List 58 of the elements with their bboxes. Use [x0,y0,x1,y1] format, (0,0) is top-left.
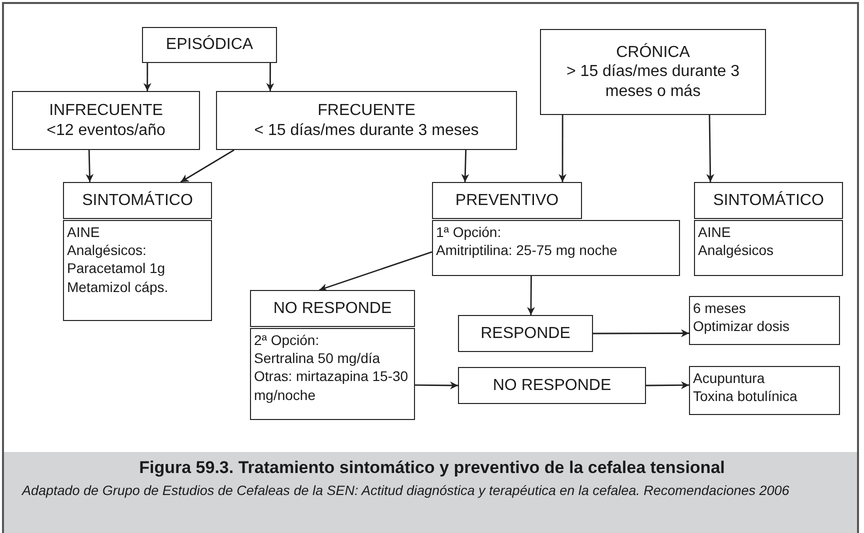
box-label: FRECUENTE [318,101,416,120]
content-box [689,366,840,415]
list-item: Toxina botulínica [693,387,798,406]
process-box [694,182,843,219]
arrow [319,251,432,292]
process-box [432,182,582,219]
process-box [540,29,766,115]
process-box [216,91,517,150]
list-item: Metamizol cáps. [67,278,168,296]
box-label: < 15 días/mes durante 3 meses [254,120,479,140]
process-box [142,27,277,63]
list-item: Optimizar dosis [693,317,790,336]
list-item: Acupuntura [693,369,765,388]
arrow [180,149,234,183]
box-label: CRÓNICA [616,43,690,62]
list-item: AINE [698,223,731,242]
content-box [250,328,415,420]
box-label: NO RESPONDE [273,298,392,318]
box-label: <12 eventos/año [46,120,166,140]
box-label: PREVENTIVO [455,190,559,210]
arrow [706,115,714,182]
list-item: Analgésicos: [67,241,146,260]
list-item: 1ª Opción: [436,223,502,242]
box-label: EPISÓDICA [166,35,254,55]
arrow [526,276,535,315]
content-box [63,220,212,321]
list-item: Paracetamol 1g [67,259,166,278]
arrow [593,329,689,338]
box-label: INFRECUENTE [49,101,163,120]
content-box [432,220,680,276]
arrow [558,115,566,182]
box-label: > 15 días/mes durante 3 meses o más [566,62,740,101]
process-box [12,91,200,150]
list-item: AINE [67,223,100,242]
content-box [694,220,843,276]
process-box [458,367,646,404]
list-item: Sertralina 50 mg/día [254,349,380,368]
content-box [689,296,840,345]
process-box [250,290,415,327]
arrow [86,150,94,182]
figure-title: Figura 59.3. Tratamiento sintomático y preventivo de la cefalea tensional [138,458,726,478]
arrow [143,63,152,91]
box-label: SINTOMÁTICO [82,190,193,210]
list-item: Amitriptilina: 25-75 mg noche [436,241,618,260]
list-item: 2ª Opción: [254,331,320,350]
list-item: Otras: mirtazapina 15-30 mg/noche [254,367,410,404]
process-box [458,315,593,352]
figure-caption: Adaptado de Grupo de Estudios de Cefaleas de la SEN: Actitud diagnóstica y terapéutica en la cefalea. Recomendaciones 2006 [22,483,790,500]
box-label: NO RESPONDE [492,376,612,396]
arrow [266,63,274,91]
list-item: Analgésicos [698,241,774,260]
process-box [63,182,212,219]
list-item: 6 meses [693,299,746,318]
box-label: SINTOMÁTICO [713,190,824,210]
box-label: RESPONDE [480,324,570,344]
arrow [646,381,689,390]
arrow [461,150,470,182]
arrow [415,381,458,390]
